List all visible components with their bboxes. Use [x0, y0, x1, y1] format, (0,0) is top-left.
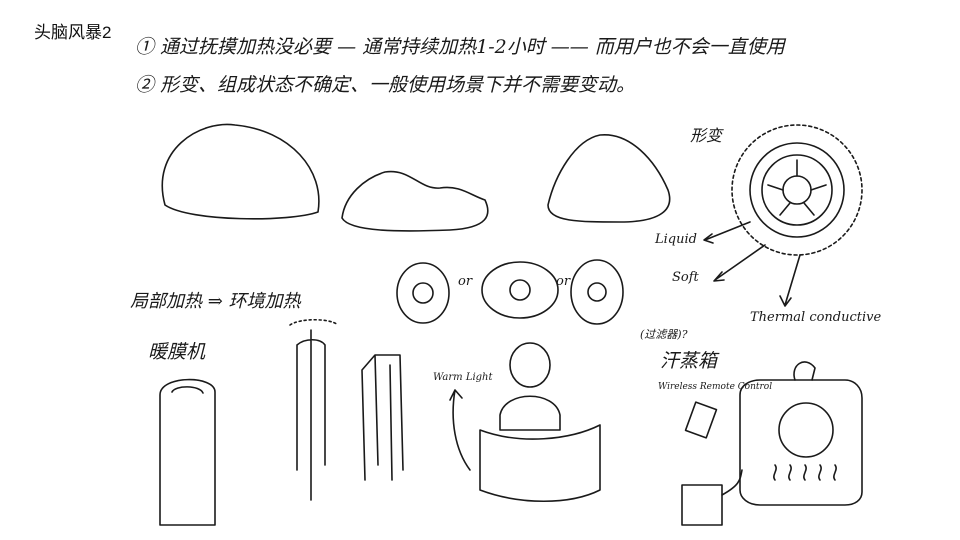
label-local-to-environment: 局部加热 ⇒ 环境加热 — [130, 291, 301, 312]
label-soft: Soft — [672, 270, 699, 285]
arrow-liquid — [703, 221, 751, 244]
label-deform: 形变 — [690, 126, 723, 145]
arrow-soft — [713, 244, 766, 282]
label-or-1: or — [458, 274, 473, 289]
label-sauna-box: 汗蒸箱 — [660, 350, 718, 372]
label-warm-light: Warm Light — [433, 372, 493, 383]
note-2: ② 形变、组成状态不确定、一般使用场景下并不需要变动。 — [135, 74, 636, 96]
label-wireless-remote: Wireless Remote Control — [658, 382, 773, 392]
note-1: ① 通过抚摸加热没必要 — 通常持续加热1-2小时 —— 而用户也不会一直使用 — [135, 36, 785, 58]
blob-round — [161, 123, 320, 220]
heater-shape-3 — [570, 259, 624, 325]
slide-title: 头脑风暴2 — [34, 23, 112, 42]
pole-heater-2 — [361, 354, 404, 481]
heater-shape-1 — [396, 262, 450, 324]
warm-light-scene — [449, 342, 601, 503]
rolled-film — [159, 378, 216, 526]
sauna-box — [681, 361, 863, 526]
label-filter: (过滤器)? — [640, 328, 688, 341]
thermal-sphere — [731, 124, 863, 256]
pole-heater-1 — [289, 318, 339, 501]
arrow-thermal — [779, 254, 801, 307]
label-thermal-conductive: Thermal conductive — [750, 310, 882, 325]
label-liquid: Liquid — [655, 232, 697, 247]
blob-lump — [547, 134, 671, 223]
label-or-2: or — [556, 274, 571, 289]
heater-shape-2 — [481, 261, 559, 319]
blob-flat — [341, 170, 489, 232]
label-heater: 暖膜机 — [148, 341, 206, 363]
